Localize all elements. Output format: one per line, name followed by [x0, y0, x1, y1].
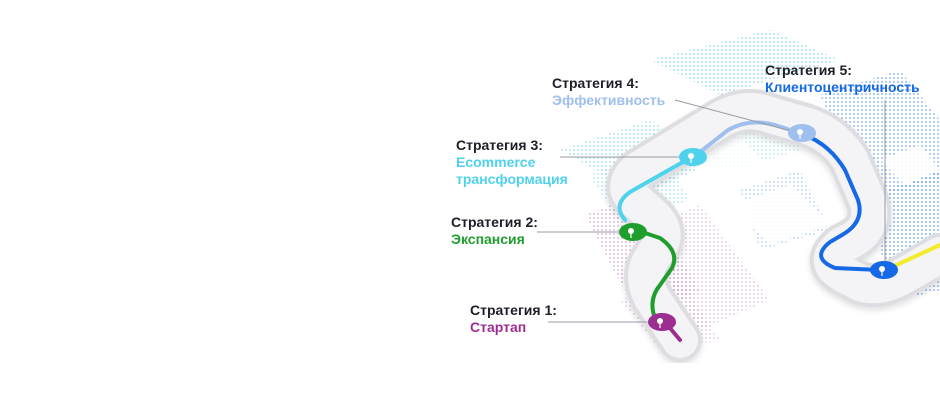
dot-block-teal-top — [650, 30, 840, 95]
floating-pads — [680, 130, 940, 245]
route-segment-5 — [803, 133, 882, 272]
strategy-3-title: Стратегия 3: — [456, 137, 543, 153]
station-2-marker — [619, 223, 647, 241]
strategy-2-name: Экспансия — [451, 231, 525, 247]
route-lines — [617, 120, 940, 342]
strategy-5-label: Стратегия 5: Клиентоцентричность — [765, 62, 920, 96]
strategy-5-name: Клиентоцентричность — [765, 79, 920, 95]
strategy-3-name-line2: трансформация — [456, 171, 568, 187]
strategy-4-title: Стратегия 4: — [552, 75, 639, 91]
route-segment-4 — [698, 120, 802, 154]
strategy-3-name-line1: Ecommerce — [456, 154, 536, 170]
strategy-4-name: Эффективность — [552, 92, 666, 108]
route-segment-3 — [617, 156, 692, 222]
strategy-1-label: Стратегия 1: Стартап — [470, 302, 557, 336]
strategy-1-name: Стартап — [470, 319, 527, 335]
leader-lines — [537, 99, 886, 323]
station-5-marker — [870, 261, 898, 279]
strategy-3-label: Стратегия 3: Ecommerce трансформация — [456, 137, 568, 188]
strategy-1-title: Стратегия 1: — [470, 302, 557, 318]
route-segment-yellow — [888, 243, 940, 270]
station-markers — [619, 124, 898, 331]
station-1-marker — [648, 313, 676, 331]
station-3-marker — [679, 148, 707, 166]
strategy-5-title: Стратегия 5: — [765, 62, 852, 78]
station-4-marker — [788, 124, 816, 142]
strategy-2-label: Стратегия 2: Экспансия — [451, 214, 538, 248]
strategy-4-label: Стратегия 4: Эффективность — [552, 75, 665, 109]
leader-line-4 — [674, 99, 796, 133]
strategy-2-title: Стратегия 2: — [451, 214, 538, 230]
route-segment-2 — [634, 228, 677, 320]
